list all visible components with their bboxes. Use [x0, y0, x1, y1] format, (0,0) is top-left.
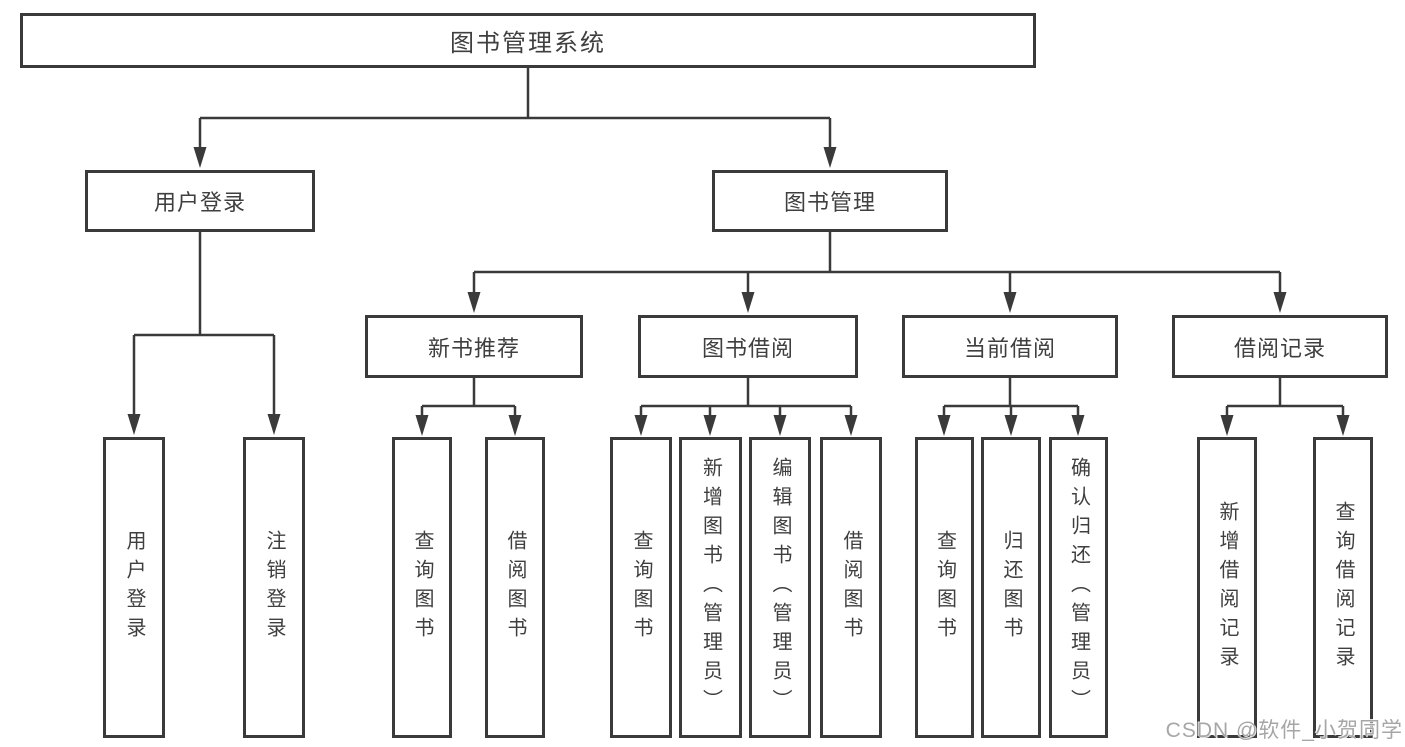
node-borrow-books-leaf-label: 借阅图书 — [840, 529, 862, 646]
node-user-login-leaf: 用户登录 — [103, 437, 165, 738]
node-borrowing-records: 借阅记录 — [1172, 315, 1388, 378]
node-book-borrowing: 图书借阅 — [638, 315, 858, 378]
node-query-books-borrowing-label: 查询图书 — [630, 529, 652, 646]
node-return-books: 归还图书 — [981, 437, 1041, 738]
node-add-book-admin: 新增图书（管理员） — [679, 437, 742, 738]
node-borrow-books-recommend-label: 借阅图书 — [504, 529, 526, 646]
node-borrowing-records-label: 借阅记录 — [1233, 335, 1326, 361]
node-logout-leaf: 注销登录 — [243, 437, 305, 738]
node-query-books-current: 查询图书 — [915, 437, 974, 738]
node-borrow-books-leaf: 借阅图书 — [820, 437, 882, 738]
node-book-borrowing-label: 图书借阅 — [701, 335, 794, 361]
node-query-borrow-record-label: 查询借阅记录 — [1332, 500, 1354, 675]
node-add-borrow-record: 新增借阅记录 — [1197, 437, 1257, 738]
node-add-borrow-record-label: 新增借阅记录 — [1216, 500, 1238, 675]
node-user-login-label: 用户登录 — [153, 190, 246, 215]
node-user-login-leaf-label: 用户登录 — [123, 529, 145, 646]
node-confirm-return-admin-label: 确认归还（管理员） — [1067, 457, 1090, 718]
node-edit-book-admin-label: 编辑图书（管理员） — [769, 457, 791, 718]
node-query-books-recommend-label: 查询图书 — [411, 529, 433, 646]
node-new-book-recommendation: 新书推荐 — [365, 315, 583, 378]
node-edit-book-admin: 编辑图书（管理员） — [749, 437, 811, 738]
node-query-borrow-record: 查询借阅记录 — [1313, 437, 1373, 738]
node-new-book-recommendation-label: 新书推荐 — [427, 335, 520, 361]
node-query-books-current-label: 查询图书 — [933, 529, 956, 646]
node-user-login: 用户登录 — [85, 170, 315, 232]
csdn-watermark: CSDN @软件_小贺同学 — [1165, 719, 1403, 742]
node-confirm-return-admin: 确认归还（管理员） — [1049, 437, 1108, 738]
node-borrow-books-recommend: 借阅图书 — [485, 437, 545, 738]
connector-path — [132, 68, 1345, 417]
node-query-books-borrowing: 查询图书 — [610, 437, 672, 738]
node-library-system-label: 图书管理系统 — [450, 30, 606, 57]
node-add-book-admin-label: 新增图书（管理员） — [699, 457, 722, 718]
node-book-management: 图书管理 — [712, 170, 948, 232]
node-current-borrowing: 当前借阅 — [902, 315, 1118, 378]
node-book-management-label: 图书管理 — [783, 190, 876, 215]
node-current-borrowing-label: 当前借阅 — [963, 335, 1056, 361]
node-return-books-label: 归还图书 — [1000, 529, 1022, 646]
node-query-books-recommend: 查询图书 — [392, 437, 452, 738]
arrowheads — [127, 147, 1350, 436]
node-library-system: 图书管理系统 — [20, 13, 1036, 68]
node-logout-leaf-label: 注销登录 — [263, 529, 285, 646]
